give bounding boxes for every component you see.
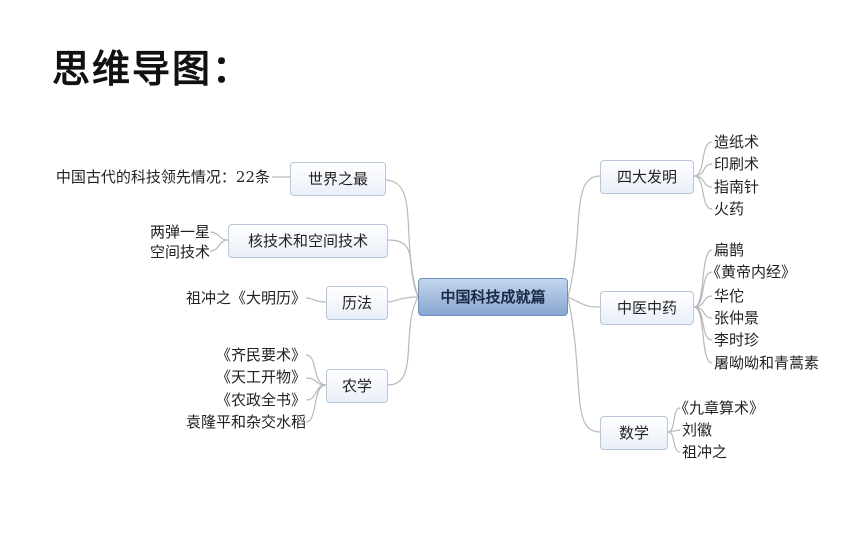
branch-world-firsts[interactable]: 世界之最 (290, 162, 386, 196)
leaf-printing: 印刷术 (714, 155, 760, 173)
leaf-li-shizhen: 李时珍 (714, 331, 760, 349)
leaf-qimin-yaoshu: 《齐民要术》 (215, 346, 306, 364)
leaf-zu-chongzhi: 祖冲之 (682, 443, 728, 461)
leaf-yuan-longping: 袁隆平和杂交水稻 (185, 413, 306, 431)
leaf-world-firsts-count: 中国古代的科技领先情况：22条 (55, 168, 270, 186)
leaf-two-bombs-one-star: 两弹一星 (149, 223, 210, 241)
leaf-jiuzhang-suanshu: 《九章算术》 (674, 399, 765, 417)
leaf-tiangong-kaiwu: 《天工开物》 (215, 368, 306, 386)
page-title: 思维导图： (52, 47, 253, 91)
leaf-liu-hui: 刘徽 (682, 421, 713, 439)
branch-four-inventions[interactable]: 四大发明 (600, 160, 694, 194)
leaf-compass: 指南针 (714, 178, 760, 196)
leaf-papermaking: 造纸术 (714, 133, 760, 151)
leaf-space-technology: 空间技术 (149, 243, 210, 261)
leaf-gunpowder: 火药 (714, 200, 745, 218)
central-topic[interactable]: 中国科技成就篇 (418, 278, 568, 316)
branch-chinese-medicine[interactable]: 中医中药 (600, 291, 694, 325)
leaf-zhang-zhongjing: 张仲景 (714, 309, 760, 327)
leaf-bian-que: 扁鹊 (714, 241, 745, 259)
branch-calendar[interactable]: 历法 (326, 286, 388, 320)
leaf-nongzheng-quanshu: 《农政全书》 (215, 391, 306, 409)
branch-agriculture[interactable]: 农学 (326, 369, 388, 403)
branch-nuclear-space[interactable]: 核技术和空间技术 (228, 224, 388, 258)
leaf-daming-calendar: 祖冲之《大明历》 (185, 289, 306, 307)
branch-mathematics[interactable]: 数学 (600, 416, 668, 450)
leaf-huangdi-neijing: 《黄帝内经》 (706, 263, 797, 281)
leaf-tu-youyou: 屠呦呦和青蒿素 (714, 354, 820, 372)
leaf-hua-tuo: 华佗 (714, 287, 745, 305)
